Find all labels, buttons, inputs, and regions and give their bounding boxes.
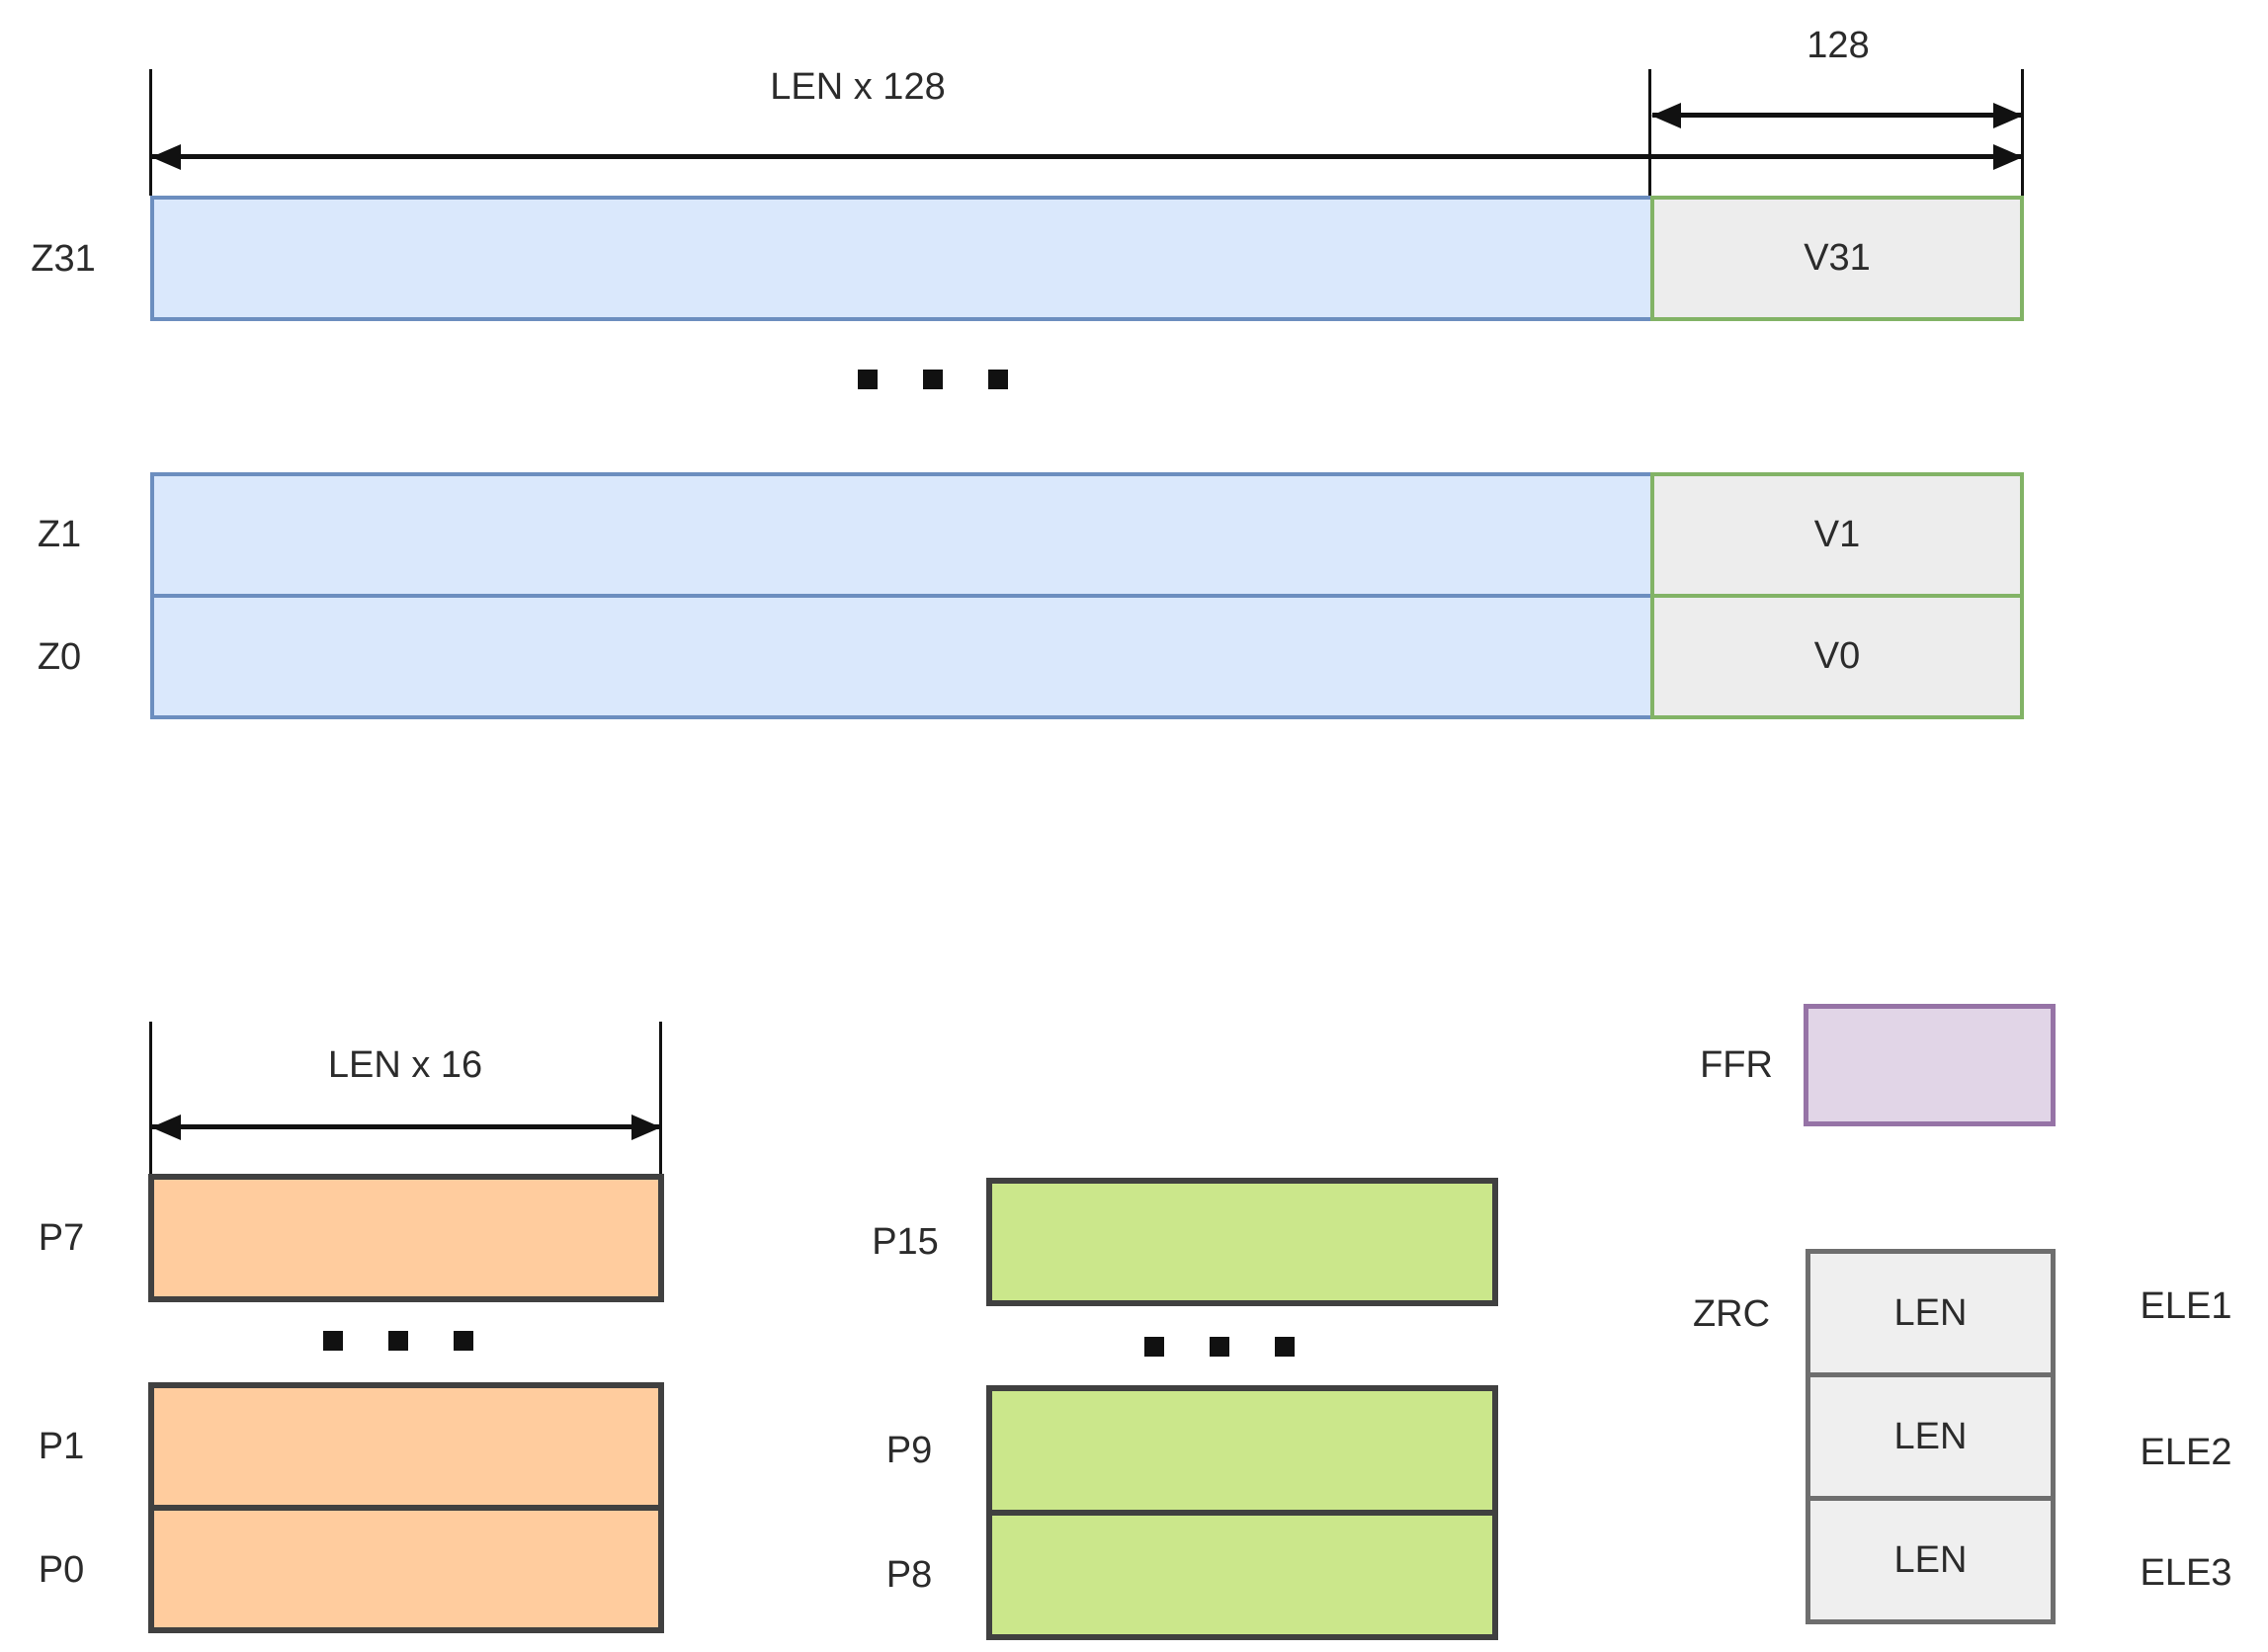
zrc-cell-3-value: LEN xyxy=(1893,1538,1968,1581)
p1-bar xyxy=(148,1382,664,1511)
z0-vector-bar xyxy=(150,594,1654,719)
z31-vector-bar xyxy=(150,196,1654,321)
zrc-cell-3: LEN xyxy=(1806,1496,2056,1624)
register-label-p15: P15 xyxy=(872,1221,939,1263)
p0-bar xyxy=(148,1505,664,1633)
v1-region: V1 xyxy=(1650,472,2024,598)
register-label-v1: V1 xyxy=(1813,514,1861,555)
dimension-tick-v-left xyxy=(1648,69,1651,196)
z-width-label: LEN x 128 xyxy=(770,66,946,108)
ellipsis-dots-z xyxy=(858,370,1008,389)
v-width-arrow xyxy=(1652,113,2022,118)
label-ele3: ELE3 xyxy=(2140,1552,2232,1594)
p-width-arrow xyxy=(152,1124,660,1129)
register-label-zrc: ZRC xyxy=(1692,1293,1771,1335)
dimension-tick-left xyxy=(149,69,152,196)
v31-region: V31 xyxy=(1650,196,2024,321)
register-label-p1: P1 xyxy=(38,1426,85,1467)
p-dimension-tick-right xyxy=(659,1022,662,1174)
p9-bar xyxy=(986,1385,1498,1516)
ffr-box xyxy=(1804,1004,2056,1126)
z-width-arrow xyxy=(152,154,2022,159)
label-ele1: ELE1 xyxy=(2140,1285,2232,1327)
register-label-z0: Z0 xyxy=(37,636,82,678)
p-dimension-tick-left xyxy=(149,1022,152,1174)
z1-vector-bar xyxy=(150,472,1654,598)
register-label-p8: P8 xyxy=(885,1554,933,1596)
zrc-cell-2-value: LEN xyxy=(1893,1415,1968,1457)
register-label-ffr: FFR xyxy=(1700,1044,1773,1086)
label-ele2: ELE2 xyxy=(2140,1432,2232,1473)
v-width-label: 128 xyxy=(1806,25,1870,66)
zrc-cell-1-value: LEN xyxy=(1893,1291,1968,1334)
register-label-z31: Z31 xyxy=(31,238,96,280)
ellipsis-dots-p-low xyxy=(323,1331,473,1351)
register-label-p0: P0 xyxy=(38,1549,85,1591)
p8-bar xyxy=(986,1510,1498,1640)
ellipsis-dots-p-high xyxy=(1144,1337,1295,1357)
p-width-label: LEN x 16 xyxy=(327,1044,483,1086)
dimension-tick-v-right xyxy=(2021,69,2024,196)
register-label-p7: P7 xyxy=(38,1217,85,1259)
register-label-v31: V31 xyxy=(1804,237,1871,279)
zrc-cell-1: LEN xyxy=(1806,1249,2056,1377)
p7-bar xyxy=(148,1174,664,1302)
register-label-p9: P9 xyxy=(885,1430,933,1471)
register-label-z1: Z1 xyxy=(37,514,82,555)
register-label-v0: V0 xyxy=(1813,635,1861,677)
zrc-cell-2: LEN xyxy=(1806,1372,2056,1501)
p15-bar xyxy=(986,1178,1498,1306)
v0-region: V0 xyxy=(1650,594,2024,719)
